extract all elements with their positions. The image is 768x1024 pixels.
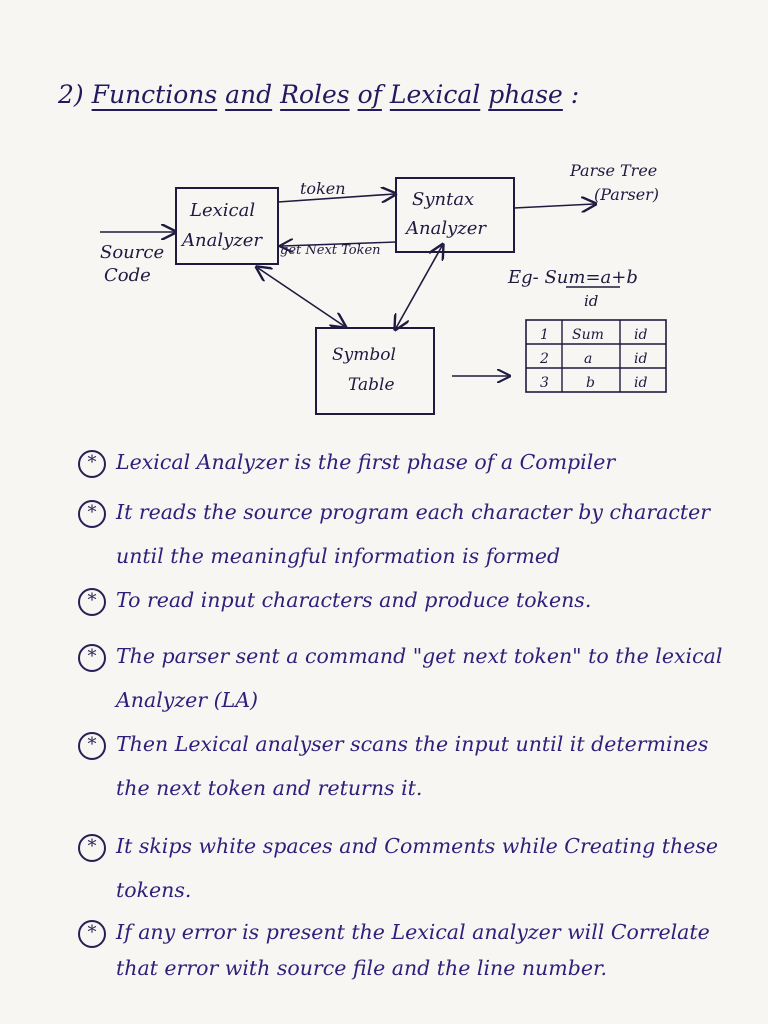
title-suffix: : [570, 80, 580, 109]
title-word: Lexical [389, 80, 481, 109]
asterisk-circle-icon: * [78, 920, 106, 948]
bullet-text: It skips white spaces and Comments while… [116, 834, 719, 902]
table-cell: b [586, 375, 595, 391]
table-cell: 3 [540, 375, 549, 391]
page-title: 2) Functions and Roles of Lexical phase … [58, 80, 579, 109]
lexical-symbol-arrow [258, 268, 344, 326]
lexical-box-line: Analyzer [180, 230, 263, 251]
table-cell: a [584, 351, 592, 367]
syntax-box-line: Analyzer [404, 218, 487, 239]
table-cell: id [634, 327, 647, 343]
bullet-text: Lexical Analyzer is the first phase of a… [116, 450, 616, 474]
asterisk-circle-icon: * [78, 834, 106, 862]
bullet-item: * If any error is present the Lexical an… [70, 914, 740, 986]
bullet-text: The parser sent a command "get next toke… [116, 644, 723, 712]
bullet-text: Then Lexical analyser scans the input un… [116, 732, 709, 800]
lexical-box-line: Lexical [189, 200, 255, 221]
symbol-table-box [315, 327, 435, 415]
bullet-text: If any error is present the Lexical anal… [116, 920, 710, 980]
syntax-box-line: Syntax [412, 189, 474, 210]
table-cell: id [634, 375, 647, 391]
title-word: Functions [91, 80, 218, 109]
token-arrow [277, 194, 394, 202]
example-label: Eg- Sum=a+b [507, 267, 638, 288]
bullet-item: * Then Lexical analyser scans the input … [70, 722, 740, 810]
bullet-item: * It skips white spaces and Comments whi… [70, 824, 740, 912]
table-cell: 1 [540, 327, 549, 343]
symbol-box-line: Symbol [332, 345, 396, 365]
symbol-box-line: Table [348, 375, 395, 395]
syntax-analyzer-box [395, 177, 515, 253]
table-cell: Sum [572, 327, 604, 343]
syntax-symbol-arrow [396, 246, 442, 328]
bullet-text: It reads the source program each charact… [116, 500, 711, 568]
title-number: 2) [58, 80, 84, 109]
parse-tree-arrow [513, 204, 594, 208]
parser-label: (Parser) [594, 185, 659, 204]
bullet-text: To read input characters and produce tok… [116, 588, 592, 612]
token-label: token [300, 179, 346, 198]
bullet-list: * Lexical Analyzer is the first phase of… [70, 440, 740, 986]
table-cell: 2 [539, 351, 549, 367]
example-id: id [584, 292, 598, 310]
compiler-phase-diagram: Lexical Analyzer Syntax Analyzer Symbol … [100, 161, 667, 415]
bullet-item: * Lexical Analyzer is the first phase of… [70, 440, 740, 484]
bullet-item: * It reads the source program each chara… [70, 490, 740, 578]
asterisk-circle-icon: * [78, 500, 106, 528]
asterisk-circle-icon: * [78, 450, 106, 478]
get-next-token-label: get Next Token [280, 243, 381, 258]
title-word: Roles [280, 80, 350, 109]
parse-tree-label: Parse Tree [569, 161, 657, 180]
get-next-token-arrow [282, 242, 397, 246]
asterisk-circle-icon: * [78, 644, 106, 672]
source-code-label: Code [104, 265, 151, 286]
source-code-label: Source [100, 242, 164, 263]
title-word: and [225, 80, 273, 109]
bullet-item: * The parser sent a command "get next to… [70, 634, 740, 722]
asterisk-circle-icon: * [78, 588, 106, 616]
bullet-item: * To read input characters and produce t… [70, 578, 740, 622]
example-symbol-table [525, 319, 667, 393]
table-cell: id [634, 351, 647, 367]
title-word: of [357, 80, 382, 109]
asterisk-circle-icon: * [78, 732, 106, 760]
title-word: phase [488, 80, 563, 109]
